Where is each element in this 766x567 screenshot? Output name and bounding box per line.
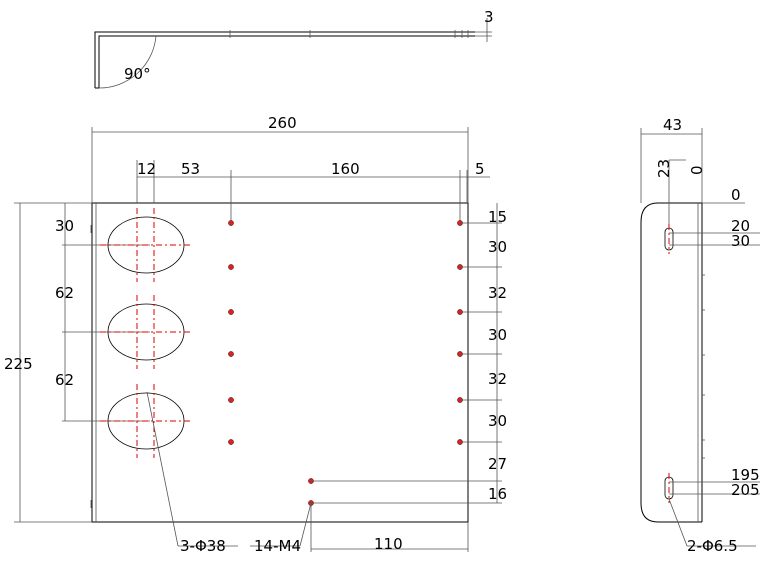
dim-5: 5 — [475, 160, 485, 178]
dim-160: 160 — [331, 160, 360, 178]
threaded-hole — [228, 264, 234, 270]
dim-right-32-a: 32 — [488, 284, 507, 302]
callout-slots: 2-Φ6.5 — [687, 537, 738, 555]
thickness-label: 3 — [484, 8, 494, 26]
dim-right-16: 16 — [488, 485, 507, 503]
dim-side-0-right: 0 — [731, 186, 741, 204]
dim-right-30-a: 30 — [488, 238, 507, 256]
threaded-hole — [228, 439, 234, 445]
threaded-hole — [228, 220, 234, 226]
dim-slot-bottom-195: 195 — [731, 466, 760, 484]
threaded-holes — [228, 220, 463, 506]
dim-right-27: 27 — [488, 455, 507, 473]
plate-outline — [91, 202, 469, 523]
top-view: 3 90° — [94, 8, 494, 89]
side-view: 43 23 0 0 20 30 195 205 2-Φ6.5 — [640, 116, 760, 555]
dim-53: 53 — [181, 160, 200, 178]
dim-left-30: 30 — [55, 217, 74, 235]
large-hole — [100, 384, 192, 458]
threaded-hole — [228, 397, 234, 403]
angle-label: 90° — [124, 65, 151, 83]
dim-right-30-c: 30 — [488, 412, 507, 430]
dim-right-32-b: 32 — [488, 370, 507, 388]
dim-bottom-110: 110 — [374, 535, 403, 553]
large-hole — [100, 295, 192, 369]
dim-side-0-top: 0 — [688, 165, 706, 175]
dim-height-overall: 225 — [4, 355, 33, 373]
large-hole — [100, 208, 192, 282]
dim-12: 12 — [137, 160, 156, 178]
front-view: 260 12 53 160 5 225 30 62 62 — [4, 114, 507, 555]
dim-right-30-b: 30 — [488, 326, 507, 344]
dim-side-23: 23 — [655, 159, 673, 178]
dim-slot-top-20: 20 — [731, 217, 750, 235]
dim-slot-bottom-205: 205 — [731, 481, 760, 499]
dim-right-15: 15 — [488, 208, 507, 226]
dim-left-62-b: 62 — [55, 371, 74, 389]
dim-side-width: 43 — [663, 116, 682, 134]
dim-left-62-a: 62 — [55, 284, 74, 302]
dim-slot-top-30: 30 — [731, 232, 750, 250]
callout-large-holes: 3-Φ38 — [180, 537, 226, 555]
side-outline — [640, 202, 702, 523]
threaded-hole — [228, 351, 234, 357]
callout-threaded-holes: 14-M4 — [254, 537, 301, 555]
threaded-hole — [228, 309, 234, 315]
dim-width-overall: 260 — [268, 114, 297, 132]
